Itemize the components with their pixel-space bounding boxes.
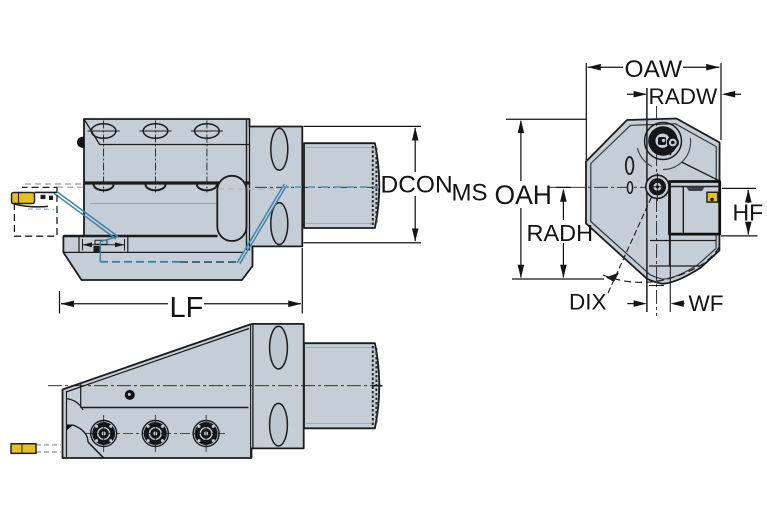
svg-text:MS: MS bbox=[452, 180, 488, 207]
svg-text:RADH: RADH bbox=[527, 220, 594, 246]
svg-text:DIX: DIX bbox=[569, 290, 607, 315]
svg-text:WF: WF bbox=[689, 291, 724, 316]
svg-text:OAW: OAW bbox=[625, 56, 683, 83]
svg-text:OAH: OAH bbox=[495, 180, 552, 210]
svg-text:LF: LF bbox=[170, 292, 204, 324]
svg-text:RADW: RADW bbox=[649, 84, 719, 109]
svg-text:DCON: DCON bbox=[381, 172, 453, 199]
svg-text:HF: HF bbox=[733, 200, 764, 226]
